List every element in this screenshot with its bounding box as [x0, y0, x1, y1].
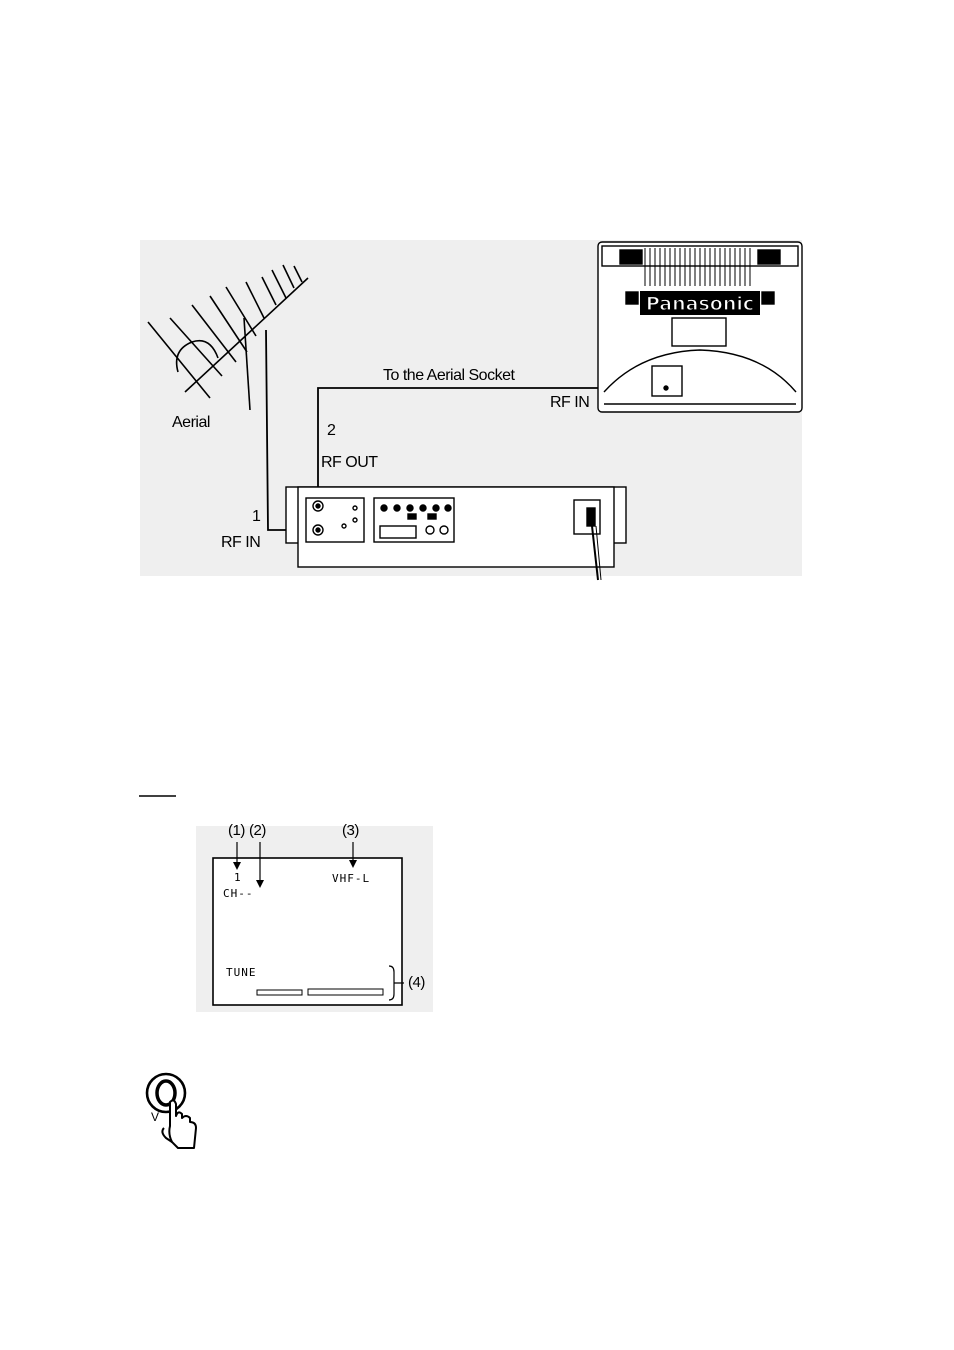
round-button-icon	[147, 1074, 185, 1112]
button-label: V	[151, 1110, 159, 1124]
